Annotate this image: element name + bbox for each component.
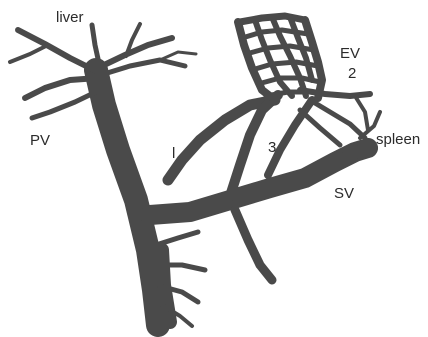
liver-branch-left-twig xyxy=(10,46,46,62)
short-gastric-right xyxy=(355,96,368,130)
label-ev: EV xyxy=(340,45,360,62)
label-pv: PV xyxy=(30,132,50,149)
liver-branch-left-lower xyxy=(32,90,100,118)
label-liver: liver xyxy=(56,9,84,26)
short-gastric-mid xyxy=(310,100,365,138)
lower-branch-1 xyxy=(156,232,198,245)
liver-branch-left-upper xyxy=(18,30,98,72)
label-sv: SV xyxy=(334,185,354,202)
liver-branch-right-tip xyxy=(160,52,196,60)
label-spleen: spleen xyxy=(376,131,420,148)
vessel-3-branch xyxy=(268,100,312,175)
descending-branch xyxy=(235,210,272,280)
label-1: l xyxy=(172,145,175,162)
portal-vein-trunk xyxy=(96,70,158,325)
label-3: 3 xyxy=(268,139,276,156)
label-2: 2 xyxy=(348,65,356,82)
esophageal-varices-plexus xyxy=(238,16,322,100)
